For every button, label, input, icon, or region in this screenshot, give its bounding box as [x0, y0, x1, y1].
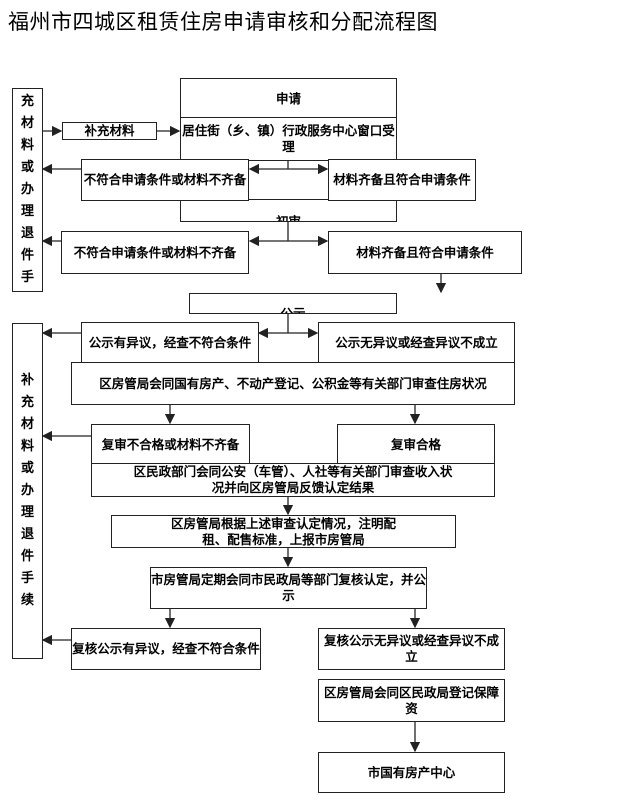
objection-box: 公示有异议，经查不符合条件	[81, 322, 259, 364]
recheck-fail-box: 复审不合格或材料不齐备	[91, 424, 250, 465]
supplement-or-return-box-2: 补充材料或办理退件手续	[12, 323, 43, 659]
supplement-or-return-box-1: 补充材料或办理退件手续	[12, 88, 43, 292]
city-center-box: 市国有房产中心	[318, 752, 505, 793]
supplement-materials-box: 补充材料	[62, 122, 157, 140]
page-title: 福州市四城区租赁住房申请审核和分配流程图	[8, 10, 438, 34]
pass-box-1: 材料齐备且符合申请条件	[328, 159, 476, 201]
housing-check-box: 区房管局会同国有房产、不动产登记、公积金等有关部门审查住房状况	[71, 362, 515, 405]
reject-box-2: 不符合申请条件或材料不齐备	[61, 231, 249, 274]
review-no-objection-box: 复核公示无异议或经查异议不成立	[318, 628, 505, 670]
publicity-label: 公示	[280, 306, 306, 314]
publicity-box: 公示	[189, 293, 397, 314]
pass-box-2: 材料齐备且符合申请条件	[328, 231, 522, 274]
initial-review-box: 初审	[180, 199, 397, 222]
no-objection-box: 公示无异议或经查异议不成立	[318, 322, 515, 364]
review-objection-box: 复核公示有异议，经查不符合条件	[71, 628, 261, 670]
reject-box-1: 不符合申请条件或材料不齐备	[81, 159, 249, 201]
district-report-box: 区房管局根据上述审查认定情况，注明配租、配售标准，上报市房管局	[111, 515, 456, 548]
register-box: 区房管局会同区民政局登记保障资	[318, 679, 505, 722]
city-review-box: 市房管局定期会同市民政局等部门复核认定，并公示	[150, 567, 427, 609]
income-check-box: 区民政部门会同公安（车管）、人社等有关部门审查收入状况并向区房管局反馈认定结果	[91, 463, 495, 497]
window-acceptance-box: 居住街（乡、镇）行政服务中心窗口受理	[180, 117, 397, 161]
recheck-pass-box: 复审合格	[337, 424, 495, 465]
initial-review-label: 初审	[275, 214, 301, 222]
apply-box: 申请	[180, 78, 397, 119]
